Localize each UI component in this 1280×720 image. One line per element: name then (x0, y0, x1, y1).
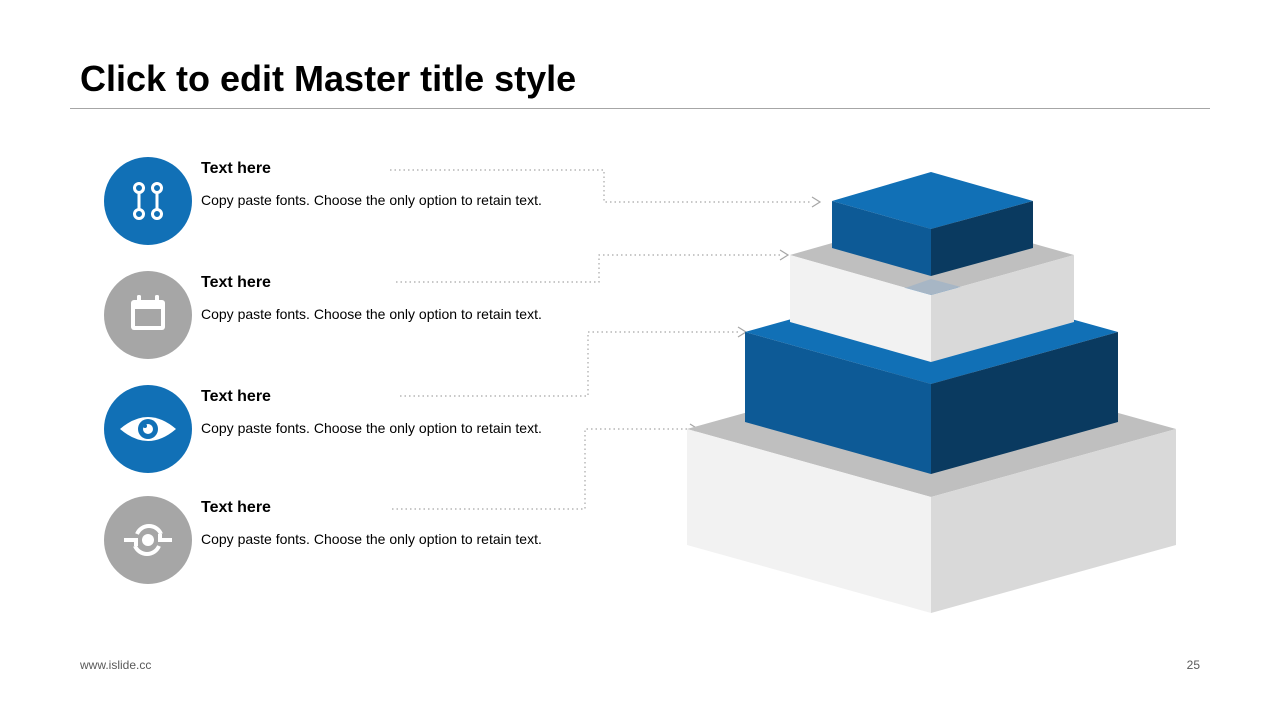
item-heading[interactable]: Text here (201, 499, 271, 516)
item-heading[interactable]: Text here (201, 388, 271, 405)
route-icon (104, 157, 192, 245)
calendar-icon (104, 271, 192, 359)
item-heading[interactable]: Text here (201, 160, 271, 177)
footer-url: www.islide.cc (80, 658, 152, 672)
item-heading[interactable]: Text here (201, 274, 271, 291)
pyramid-level-4 (832, 172, 1033, 276)
eye-icon (104, 385, 192, 473)
list-item-2: Text here Copy paste fonts. Choose the o… (104, 271, 604, 361)
list-item-4: Text here Copy paste fonts. Choose the o… (104, 496, 604, 586)
item-body[interactable]: Copy paste fonts. Choose the only option… (201, 306, 542, 322)
slide-title[interactable]: Click to edit Master title style (80, 58, 577, 99)
page-number: 25 (1186, 658, 1200, 672)
title-divider (70, 108, 1210, 109)
sync-icon (104, 496, 192, 584)
item-body[interactable]: Copy paste fonts. Choose the only option… (201, 531, 542, 547)
